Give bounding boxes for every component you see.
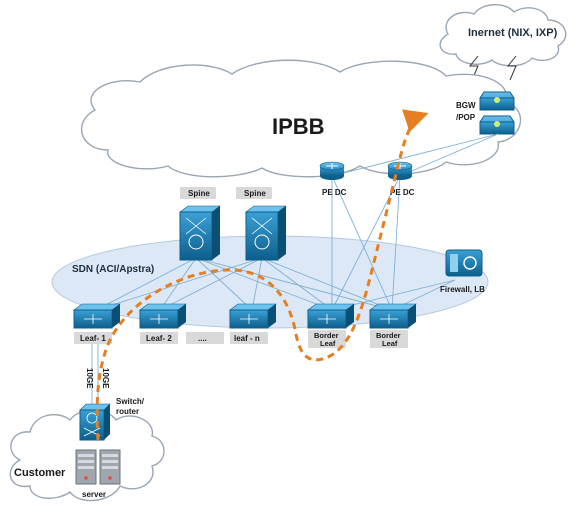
border-leaf2-switch-icon (369, 303, 417, 329)
spine2-switch-icon (245, 205, 287, 261)
switch-router-label-2: router (116, 407, 139, 416)
traffic-path (95, 109, 429, 441)
leaf2-label: Leaf- 2 (146, 334, 172, 343)
customer-label: Customer (14, 467, 66, 479)
ipbb-cloud (80, 59, 522, 178)
sdn-label: SDN (ACI/Apstra) (72, 264, 154, 275)
border-leaf1-label-bg (308, 330, 346, 348)
fabric-links (91, 133, 499, 404)
access-switch-icon (79, 403, 111, 441)
border-leaf1-label-1: Border (314, 331, 339, 340)
pe-router-right-icon (387, 161, 413, 180)
leaf2-switch-icon (139, 303, 187, 329)
switch-router-label-1: Switch/ (116, 397, 145, 406)
internet-label: Inernet (NIX, IXP) (468, 27, 558, 39)
bgw-label-1: BGW (456, 101, 476, 110)
leaf1-label: Leaf- 1 (80, 334, 106, 343)
server-icon (75, 449, 121, 485)
leaf1-label-bg (74, 332, 112, 344)
leaf1-switch-icon (73, 303, 121, 329)
spine2-label: Spine (244, 189, 266, 198)
border-leaf2-label-2: Leaf (382, 339, 398, 348)
firewall-icon (445, 249, 483, 277)
leafn-switch-icon (229, 303, 277, 329)
ipbb-label: IPBB (272, 114, 325, 139)
ellipsis-label-bg (186, 332, 224, 344)
spine1-label-bg (180, 187, 216, 199)
firewall-label: Firewall, LB (440, 285, 485, 294)
bgw-label-2: /POP (456, 113, 476, 122)
pe-router-left-icon (319, 161, 345, 180)
lightning-icon (506, 55, 517, 81)
leafn-label-bg (230, 332, 268, 344)
leaf2-label-bg (140, 332, 178, 344)
lightning-icon (468, 55, 479, 81)
border-leaf1-label-2: Leaf (320, 339, 336, 348)
link-label-2: 10GE (101, 368, 110, 389)
spine1-label: Spine (188, 189, 210, 198)
border-leaf2-label-1: Border (376, 331, 401, 340)
ellipsis-label: .... (198, 334, 207, 343)
server-label: server (82, 490, 106, 499)
bgw-router-icon (479, 91, 515, 135)
border-leaf1-switch-icon (307, 303, 355, 329)
leafn-label: leaf - n (234, 334, 260, 343)
pe-right-label: PE DC (390, 188, 415, 197)
internet-cloud (439, 4, 567, 67)
link-label-1: 10GE (85, 368, 94, 389)
pe-left-label: PE DC (322, 188, 347, 197)
border-leaf2-label-bg (370, 330, 408, 348)
spine2-label-bg (236, 187, 272, 199)
spine1-switch-icon (179, 205, 221, 261)
